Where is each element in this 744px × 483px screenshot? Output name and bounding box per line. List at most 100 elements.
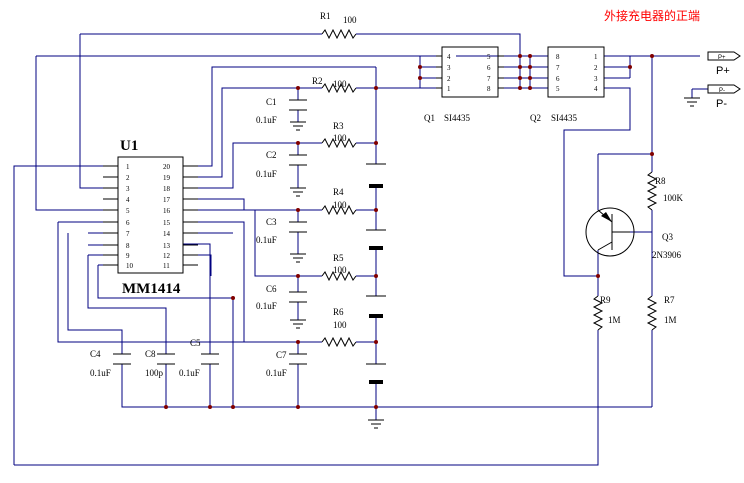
- label-q3-ref: Q3: [662, 232, 673, 242]
- u1-pin-number: 19: [163, 174, 171, 182]
- port-p-plus-label: P+: [716, 65, 730, 77]
- u1-pin-number: 2: [126, 174, 130, 182]
- q2-pin-number: 6: [556, 75, 560, 83]
- u1-pin-number: 7: [126, 230, 130, 238]
- label-r8-value: 100K: [663, 193, 684, 203]
- port-p-plus-flag: P+: [718, 55, 726, 61]
- u1-pin-number: 9: [126, 252, 130, 260]
- resistor-r7: [646, 295, 658, 331]
- capacitor-c4: [113, 353, 131, 365]
- q2-pin-number: 7: [556, 64, 560, 72]
- q2-pin-number: 5: [556, 85, 560, 93]
- label-r1-value: 100: [343, 15, 357, 25]
- ground-icon: [290, 253, 306, 263]
- q1-pin-number: 5: [487, 53, 491, 61]
- q1-pin-number: 3: [447, 64, 451, 72]
- label-q2-ref: Q2: [530, 113, 541, 123]
- junction-dots: [164, 54, 654, 409]
- label-r7-ref: R7: [664, 295, 675, 305]
- label-r3-value: 100: [333, 133, 347, 143]
- q2-pin-number: 4: [594, 85, 598, 93]
- ground-icon: [368, 419, 384, 429]
- resistor-r4: [321, 204, 357, 216]
- u1-pin-number: 17: [163, 196, 171, 204]
- label-c3-value: 0.1uF: [256, 235, 277, 245]
- label-r7-value: 1M: [664, 315, 677, 325]
- label-r6-value: 100: [333, 320, 347, 330]
- label-c4-value: 0.1uF: [90, 368, 111, 378]
- capacitors: [113, 99, 307, 365]
- label-c2-value: 0.1uF: [256, 169, 277, 179]
- label-r2-ref: R2: [312, 76, 323, 86]
- ports: [707, 51, 741, 94]
- u1-pin-number: 16: [163, 207, 171, 215]
- title-chinese: 外接充电器的正端: [604, 8, 700, 23]
- transistor-q3: [585, 207, 635, 257]
- wires: [13, 33, 700, 466]
- mosfet-q1: [436, 46, 504, 98]
- label-q3-part: 2N3906: [652, 250, 681, 260]
- battery-stack: [366, 163, 386, 384]
- label-r6-ref: R6: [333, 307, 344, 317]
- label-r5-ref: R5: [333, 253, 344, 263]
- label-r4-value: 100: [333, 200, 347, 210]
- q1-pin-number: 7: [487, 75, 491, 83]
- label-c8-value: 100p: [145, 368, 164, 378]
- label-c6-value: 0.1uF: [256, 301, 277, 311]
- ground-icon: [290, 187, 306, 197]
- label-q1-ref: Q1: [424, 113, 435, 123]
- u1-pin-number: 6: [126, 219, 130, 227]
- label-u1-ref: U1: [120, 138, 138, 154]
- label-c5-ref: C5: [190, 338, 201, 348]
- resistors: [321, 28, 658, 348]
- q1-pin-number: 2: [447, 75, 451, 83]
- label-c1-value: 0.1uF: [256, 115, 277, 125]
- label-c4-ref: C4: [90, 349, 101, 359]
- capacitor-c3: [289, 221, 307, 233]
- q2-pin-number: 1: [594, 53, 598, 61]
- port-p-minus-shape: [707, 84, 741, 94]
- ground-symbols: [290, 88, 708, 429]
- labels: 外接充电器的正端 R1 100 R2 100 R3 100 R4 100 R5 …: [90, 8, 730, 378]
- u1-pin-number: 13: [163, 242, 171, 250]
- resistor-r2: [321, 82, 357, 94]
- u1-pin-number: 11: [163, 262, 170, 270]
- u1-pin-stubs: [103, 165, 198, 266]
- u1-pin-number: 12: [163, 252, 171, 260]
- resistor-r8: [646, 171, 658, 211]
- q1-pin-number: 6: [487, 64, 491, 72]
- label-r8-ref: R8: [655, 176, 666, 186]
- capacitor-c5: [201, 353, 219, 365]
- port-p-minus-label: P-: [716, 98, 727, 110]
- capacitor-c7: [289, 353, 307, 365]
- u1-pin-number: 14: [163, 230, 171, 238]
- label-c7-value: 0.1uF: [266, 368, 287, 378]
- q1-pin-number: 1: [447, 85, 451, 93]
- u1-pin-number: 10: [126, 262, 134, 270]
- u1-pin-number: 15: [163, 219, 171, 227]
- label-r1-ref: R1: [320, 11, 331, 21]
- u1-pin-number: 20: [163, 163, 171, 171]
- label-r3-ref: R3: [333, 121, 344, 131]
- u1-pin-number: 18: [163, 185, 171, 193]
- ground-icon: [290, 319, 306, 329]
- label-c8-ref: C8: [145, 349, 156, 359]
- u1-pin-number: 5: [126, 207, 130, 215]
- label-c3-ref: C3: [266, 217, 277, 227]
- label-r9-value: 1M: [608, 315, 621, 325]
- label-c2-ref: C2: [266, 150, 277, 160]
- q2-pin-number: 3: [594, 75, 598, 83]
- label-q1-part: SI4435: [444, 113, 471, 123]
- capacitor-c6: [289, 291, 307, 303]
- u1-pin-number: 1: [126, 163, 130, 171]
- label-c7-ref: C7: [276, 350, 287, 360]
- resistor-r6: [321, 336, 357, 348]
- capacitor-c1: [289, 99, 307, 111]
- resistor-r1: [321, 28, 357, 40]
- label-c6-ref: C6: [266, 284, 277, 294]
- u1-pin-number: 3: [126, 185, 130, 193]
